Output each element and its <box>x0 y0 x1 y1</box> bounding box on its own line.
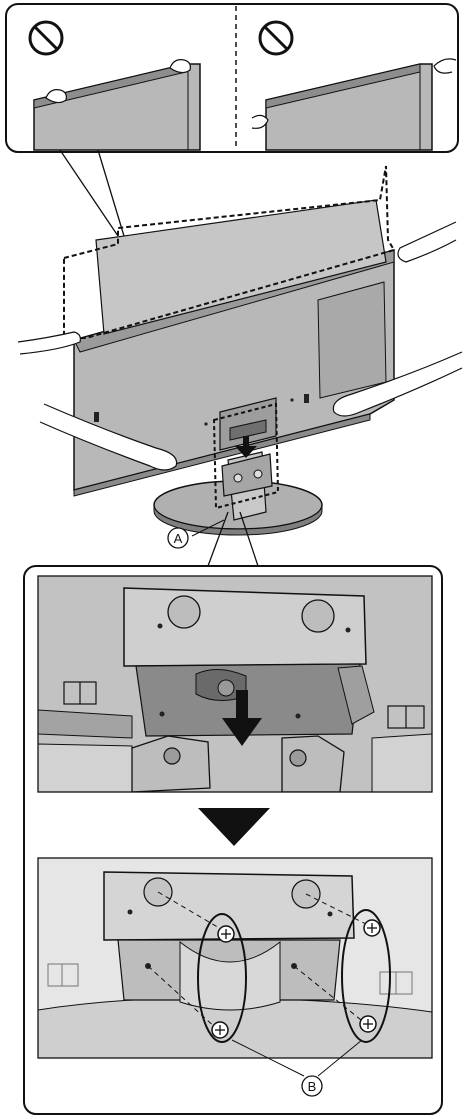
hand-upper-left <box>17 331 81 355</box>
prohibited-icon <box>28 20 64 56</box>
hands <box>17 221 463 471</box>
phillips-screw-icon <box>217 925 235 943</box>
callout-b-leader <box>317 1039 363 1077</box>
wrong-grip-top-edge <box>33 59 201 151</box>
prohibited-icon <box>258 20 294 56</box>
vent-icon <box>47 963 79 987</box>
tv-mount-bracket <box>219 397 277 451</box>
callout-b-leader <box>231 1039 305 1077</box>
step2-screw-fixing <box>37 857 433 1059</box>
phillips-screw-icon <box>363 919 381 937</box>
vent-icon <box>387 705 425 729</box>
screw-group-highlight <box>341 909 391 1043</box>
callout-leader <box>97 149 125 237</box>
hand-lower-right <box>332 351 463 417</box>
vent-icon <box>379 971 413 995</box>
detail-panel: B <box>23 565 443 1115</box>
hand-right <box>169 59 191 74</box>
hand-lower-left <box>39 403 178 471</box>
hand-left <box>251 114 269 129</box>
port <box>94 412 99 422</box>
tv-stand <box>153 451 323 536</box>
callout-b: B <box>301 1075 323 1097</box>
down-arrow-icon <box>235 436 257 458</box>
vent-icon <box>63 681 97 705</box>
down-triangle-icon <box>198 808 270 846</box>
tv-rear-view <box>73 199 395 497</box>
callout-leader <box>59 149 119 237</box>
detail-leader <box>239 511 259 567</box>
callout-b-label: B <box>308 1079 317 1094</box>
warning-panel <box>5 3 459 153</box>
wrong-grip-sides <box>251 58 457 151</box>
port <box>304 394 309 403</box>
callout-a: A <box>167 527 189 549</box>
phillips-screw-icon <box>211 1021 229 1039</box>
screw-group-highlight <box>197 913 247 1043</box>
hand-upper-right <box>397 221 457 263</box>
step1-slide-in <box>37 575 433 793</box>
callout-a-leader <box>191 519 225 537</box>
detail-leader <box>207 511 229 567</box>
connection-highlight <box>212 402 280 510</box>
callout-a-label: A <box>174 531 183 546</box>
phillips-screw-icon <box>359 1015 377 1033</box>
down-arrow-icon <box>222 690 262 746</box>
hand-right <box>433 58 457 74</box>
hand-left <box>45 89 67 104</box>
